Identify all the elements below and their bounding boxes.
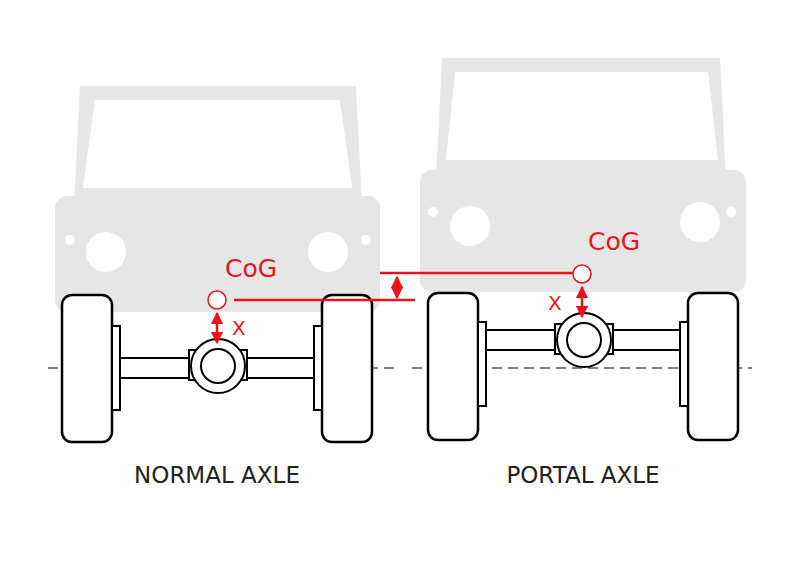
difference-arrow: [396, 277, 399, 298]
x-dimension: X: [548, 293, 562, 313]
normal-vehicle: [48, 86, 415, 442]
axle-caption: PORTAL AXLE: [506, 464, 659, 487]
cog-label: CoG: [588, 229, 640, 254]
axle-caption: NORMAL AXLE: [134, 464, 300, 487]
cog-label: CoG: [225, 256, 277, 281]
portal-vehicle: [380, 58, 752, 440]
x-dimension: X: [232, 318, 246, 338]
